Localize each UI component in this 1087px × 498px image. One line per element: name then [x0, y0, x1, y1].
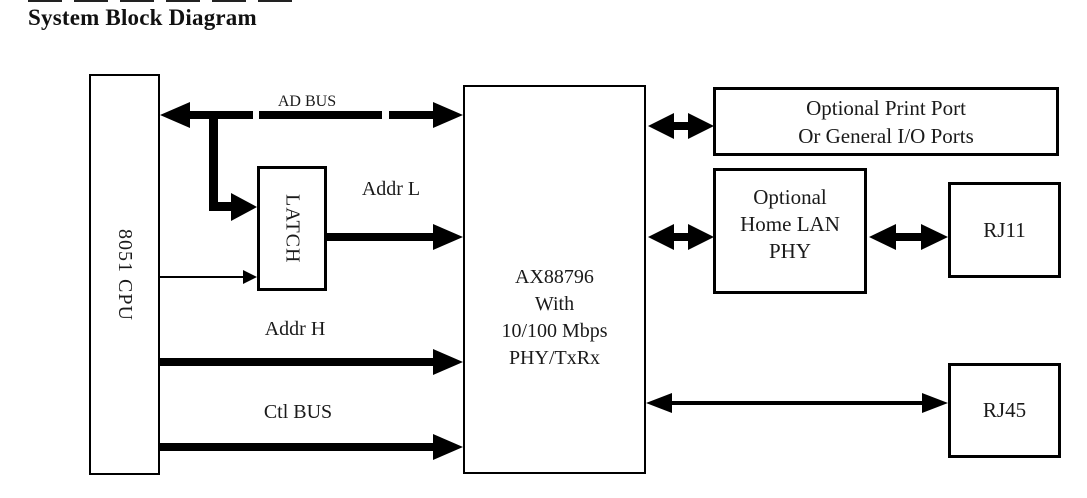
ax-printport-arrowhead-left: [648, 113, 674, 139]
cropped-text-artifact: [28, 0, 298, 2]
ax88796-label-line4: PHY/TxRx: [508, 346, 601, 369]
ax88796-label-line3: 10/100 Mbps: [501, 319, 608, 342]
ax-rj45-arrowhead-right: [922, 393, 948, 413]
cpu-latch-arrowhead: [243, 270, 257, 284]
ctl-bus-line: [160, 443, 435, 451]
addr-l-line: [327, 233, 435, 241]
home-lan-phy-label-line3: PHY: [768, 238, 811, 263]
branch-vertical-line: [209, 111, 218, 211]
branch-horizontal-line: [209, 202, 233, 211]
ctl-bus-label: Ctl BUS: [263, 401, 333, 423]
page-title: System Block Diagram: [28, 5, 257, 30]
print-port-box: Optional Print Port Or General I/O Ports: [713, 87, 1059, 156]
ax88796-box: AX88796 With 10/100 Mbps PHY/TxRx: [463, 85, 646, 474]
ad-bus-label: AD BUS: [277, 93, 337, 110]
cpu-box: 8051 CPU: [89, 74, 160, 475]
addr-h-line: [160, 358, 435, 366]
home-lan-phy-box: Optional Home LAN PHY: [713, 168, 867, 294]
ax-printport-arrowhead-right: [688, 113, 714, 139]
homelan-rj11-arrowhead-left: [869, 224, 896, 250]
ax-homelan-arrowhead-right: [688, 224, 714, 250]
home-lan-phy-label-line1: Optional: [753, 184, 827, 209]
ax-printport-line: [670, 122, 692, 130]
ax-homelan-arrowhead-left: [648, 224, 674, 250]
ax-rj45-line: [668, 401, 926, 405]
latch-box: LATCH: [257, 166, 327, 291]
rj45-label: RJ45: [982, 398, 1027, 422]
print-port-label-line1: Optional Print Port: [806, 95, 966, 120]
ax88796-label-line2: With: [534, 292, 575, 315]
addr-l-arrowhead: [433, 224, 463, 250]
addr-h-arrowhead: [433, 349, 463, 375]
ax88796-label-line1: AX88796: [515, 265, 594, 288]
ad-bus-arrowhead-left: [160, 102, 190, 128]
ad-bus-line-segment: [259, 111, 382, 119]
ad-bus-line-segment: [389, 111, 435, 119]
addr-l-label: Addr L: [361, 178, 421, 200]
addr-h-label: Addr H: [264, 318, 326, 340]
cpu-latch-line: [160, 276, 246, 278]
cpu-label: 8051 CPU: [114, 228, 136, 321]
rj45-box: RJ45: [948, 363, 1061, 458]
ad-bus-line-segment: [186, 111, 253, 119]
branch-arrowhead: [231, 193, 257, 221]
homelan-rj11-arrowhead-right: [921, 224, 948, 250]
home-lan-phy-label-line2: Home LAN: [740, 211, 840, 236]
rj11-label: RJ11: [983, 217, 1026, 242]
homelan-rj11-line: [892, 233, 924, 241]
ax-homelan-line: [670, 233, 692, 241]
latch-label: LATCH: [281, 193, 304, 264]
ad-bus-arrowhead-right: [433, 102, 463, 128]
ax-rj45-arrowhead-left: [646, 393, 672, 413]
ctl-bus-arrowhead: [433, 434, 463, 460]
print-port-label-line2: Or General I/O Ports: [798, 123, 974, 148]
rj11-box: RJ11: [948, 182, 1061, 278]
